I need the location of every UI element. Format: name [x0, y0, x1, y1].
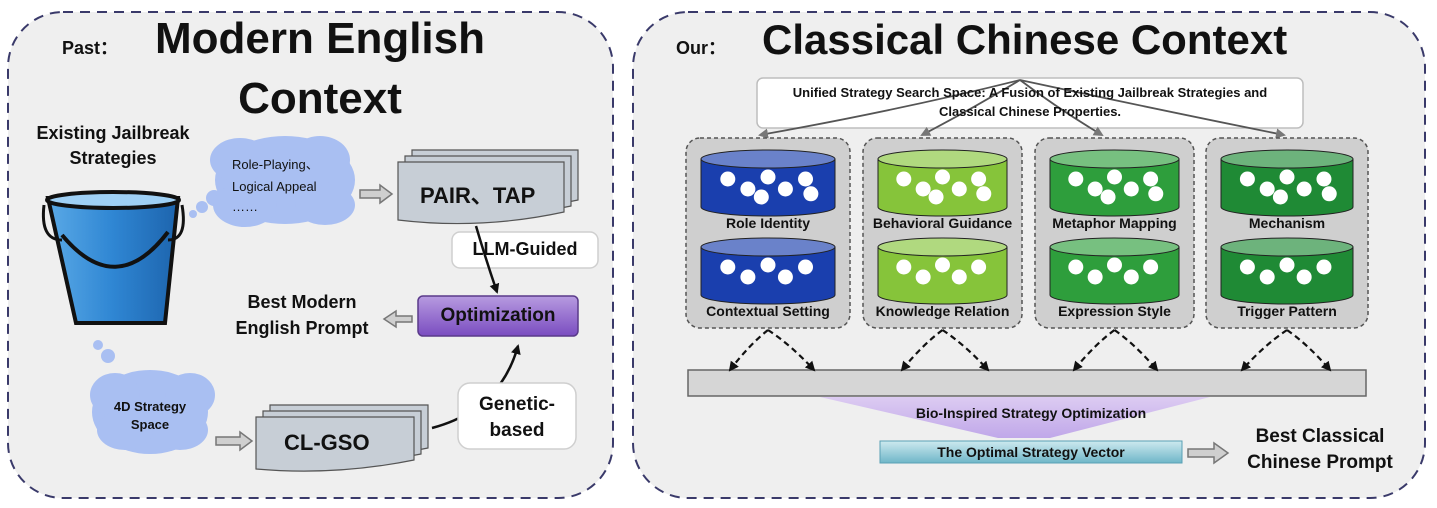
existing-strategies-line1: Existing Jailbreak — [36, 123, 190, 143]
left-title-line1: Modern English — [155, 14, 485, 63]
llm-guided-label: LLM-Guided — [472, 239, 578, 259]
genetic-line2: based — [489, 420, 545, 441]
arrow-cloud-to-clgso — [215, 430, 254, 452]
left-title-line2: Context — [238, 74, 402, 123]
database-cylinder-2-1 — [877, 149, 1008, 217]
bio-inspired-label: Bio-Inspired Strategy Optimization — [915, 405, 1147, 421]
unified-line1: Unified Strategy Search Space: A Fusion … — [792, 85, 1268, 100]
group2-item1: Behavioral Guidance — [872, 215, 1013, 231]
dashed-arrow-3-1 — [1072, 329, 1116, 372]
cloud-bottom-line1: 4D Strategy — [113, 399, 187, 414]
cl-gso-doc — [255, 404, 429, 472]
database-cylinder-3-2 — [1049, 237, 1180, 305]
genetic-box — [457, 382, 577, 450]
dashed-arrow-1-2 — [767, 329, 816, 372]
cloud-bottom — [90, 340, 215, 454]
cloud-top-line2: Logical Appeal — [232, 179, 317, 194]
group3-item1: Metaphor Mapping — [1052, 215, 1177, 231]
best-modern-line2: English Prompt — [235, 318, 369, 338]
database-cylinder-1-2 — [700, 237, 836, 305]
past-label: Past： — [62, 38, 119, 58]
best-modern-line1: Best Modern — [247, 292, 357, 312]
best-classical-line1: Best Classical — [1255, 426, 1385, 447]
cloud-top-line3: …… — [232, 199, 258, 214]
dashed-arrow-2-1 — [900, 329, 944, 372]
cloud-top-line1: Role-Playing、 — [232, 157, 319, 172]
arrow-opt-to-best — [382, 309, 413, 329]
group4-item1: Mechanism — [1248, 215, 1326, 231]
strategy-vector-bar — [687, 369, 1367, 397]
our-label: Our： — [676, 38, 727, 58]
dashed-arrow-4-1 — [1240, 329, 1288, 372]
right-title: Classical Chinese Context — [762, 16, 1288, 63]
pair-tap-doc — [397, 149, 579, 225]
database-cylinder-3-1 — [1049, 149, 1180, 217]
unified-line2: Classical Chinese Properties. — [938, 104, 1122, 119]
arrow-cloud-to-pair — [359, 183, 394, 205]
group2-item2: Knowledge Relation — [875, 303, 1010, 319]
dashed-arrow-3-2 — [1113, 329, 1159, 372]
optimization-box — [417, 295, 579, 337]
group4-item2: Trigger Pattern — [1237, 303, 1337, 319]
bucket-icon — [41, 190, 185, 325]
arrow-vector-to-best — [1187, 441, 1230, 465]
database-cylinder-4-2 — [1220, 237, 1354, 305]
unified-box — [756, 77, 1304, 129]
group1-item2: Contextual Setting — [706, 303, 830, 319]
pair-tap-label: PAIR、TAP — [420, 183, 536, 208]
arrow-pair-to-opt — [474, 225, 500, 294]
bio-inspired-funnel — [820, 397, 1210, 438]
cl-gso-label: CL-GSO — [284, 430, 370, 455]
database-cylinder-1-1 — [700, 149, 836, 217]
cloud-top — [189, 136, 355, 227]
genetic-line1: Genetic- — [478, 394, 556, 415]
dashed-arrow-1-1 — [728, 329, 769, 372]
group3-item2: Expression Style — [1058, 303, 1171, 319]
cloud-bottom-line2: Space — [130, 417, 170, 432]
dashed-arrow-2-2 — [941, 329, 990, 372]
group1-item1: Role Identity — [725, 215, 810, 231]
database-cylinder-4-1 — [1220, 149, 1354, 217]
best-classical-line2: Chinese Prompt — [1247, 452, 1393, 473]
existing-strategies-line2: Strategies — [69, 148, 157, 168]
optimization-label: Optimization — [440, 305, 556, 326]
optimal-vector-bar — [879, 440, 1183, 464]
dashed-arrow-4-2 — [1286, 329, 1332, 372]
optimal-vector-label: The Optimal Strategy Vector — [937, 444, 1125, 460]
llm-guided-box — [451, 231, 599, 269]
unified-arrows — [758, 79, 1286, 139]
database-cylinder-2-2 — [877, 237, 1008, 305]
